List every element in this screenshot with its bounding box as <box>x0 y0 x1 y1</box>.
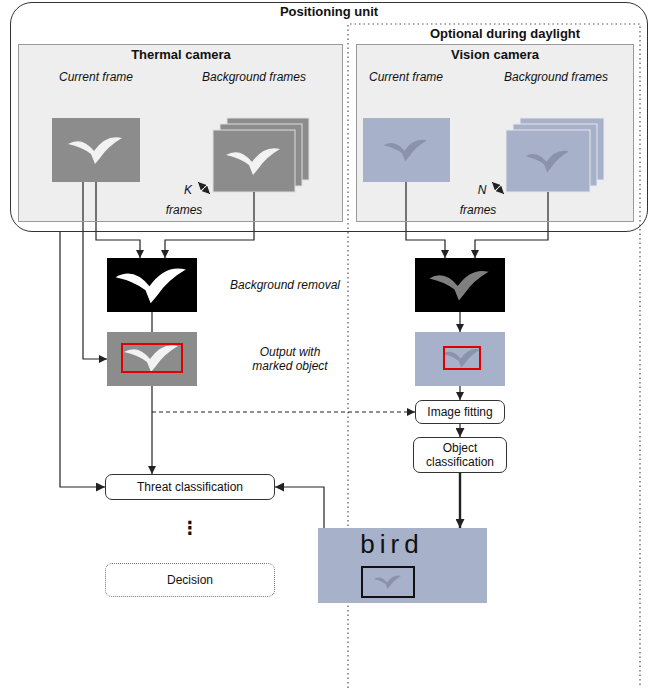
bird-figure <box>526 151 569 172</box>
bird-figure <box>226 148 280 175</box>
region-title: Optional during daylight <box>430 27 580 41</box>
frame-caption: Current frame <box>59 70 133 84</box>
frame-count: frames <box>166 203 203 217</box>
bird-figure <box>384 140 427 161</box>
flow-arrow <box>275 487 324 528</box>
flow-arrow <box>459 424 460 437</box>
output-image <box>415 332 505 386</box>
flow-arrow <box>60 232 105 487</box>
mask-image <box>107 258 197 312</box>
wire <box>151 386 152 474</box>
wire <box>459 386 460 400</box>
bird-figure <box>442 349 480 368</box>
dashed-wire <box>152 411 415 412</box>
camera-panel-fill <box>356 44 634 222</box>
output-image <box>107 332 197 386</box>
detection-box <box>122 344 182 372</box>
thermal-frame <box>213 130 295 192</box>
box-label: Object classification <box>420 441 500 469</box>
wire <box>83 182 107 359</box>
bird-figure <box>374 576 401 589</box>
camera-box: Thermal cameraCurrent frame Background fr… <box>18 44 343 222</box>
unit-title: Positioning unit <box>280 5 378 19</box>
bird-figure <box>429 271 488 300</box>
classified-image: bird <box>318 528 487 603</box>
frame-caption: Current frame <box>369 70 443 84</box>
wire <box>165 192 254 258</box>
box-label: Threat classification <box>137 480 243 494</box>
flow-arrow <box>459 473 461 528</box>
step-label: Background removal <box>230 278 340 292</box>
stack-arrow <box>198 182 210 194</box>
process-box: Decision <box>105 563 275 597</box>
bird-figure <box>124 345 178 372</box>
frame-count: N <box>478 183 487 197</box>
ellipsis: ⋮ <box>181 518 199 538</box>
frame-caption: Background frames <box>504 70 608 84</box>
bird-figure <box>68 137 122 164</box>
class-label: bird <box>360 530 423 558</box>
vision-frame <box>506 130 590 192</box>
bird-figure <box>116 268 186 303</box>
detection-box <box>444 347 480 369</box>
step-label: Output with marked object <box>245 345 335 373</box>
classified-image-fill <box>318 528 487 603</box>
wire <box>459 312 460 332</box>
camera-box: Vision cameraCurrent frame Background fra… <box>356 44 634 222</box>
thermal-frame <box>52 118 140 182</box>
frame-count: K <box>184 183 192 197</box>
wire <box>475 192 548 258</box>
wire <box>151 312 152 332</box>
frame-count: frames <box>460 203 497 217</box>
mask-image <box>415 258 505 312</box>
process-box: Image fitting <box>415 400 505 424</box>
camera-title: Vision camera <box>451 48 539 62</box>
wires <box>83 182 548 474</box>
detection-box <box>362 567 414 597</box>
process-box: Object classification <box>413 437 507 473</box>
box-label: Image fitting <box>427 405 492 419</box>
frame-caption: Background frames <box>202 70 306 84</box>
stack-arrow <box>492 182 504 194</box>
box-label: Decision <box>167 573 213 587</box>
process-box: Threat classification <box>105 474 275 500</box>
wire <box>406 182 445 258</box>
wire <box>96 182 140 258</box>
camera-panel-fill <box>18 44 343 222</box>
camera-title: Thermal camera <box>131 48 231 62</box>
vision-frame <box>363 118 450 182</box>
